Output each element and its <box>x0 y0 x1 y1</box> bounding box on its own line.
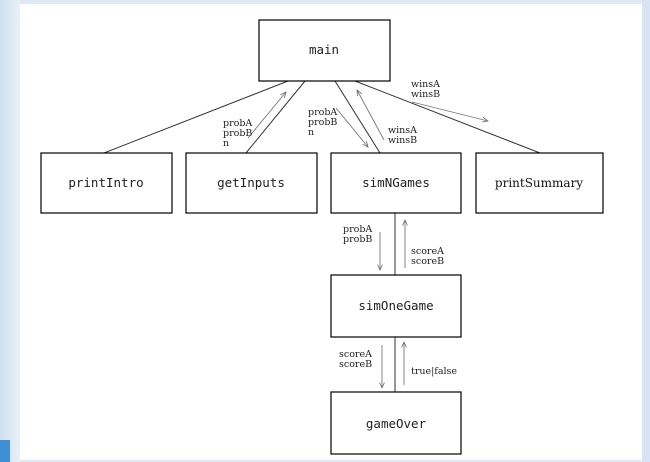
printIntro-label: printIntro <box>68 175 143 190</box>
simNGames-node: simNGames <box>330 152 462 214</box>
label-simNGames-params: probA probB n <box>308 107 337 138</box>
label-line: winsA <box>388 125 417 136</box>
label-line: scoreA <box>411 246 444 257</box>
label-line: scoreB <box>339 359 372 370</box>
label-line: winsB <box>411 89 440 100</box>
label-line: probB <box>343 234 372 245</box>
arrow-getInputs-to-main <box>247 92 286 139</box>
label-line: probA <box>308 107 337 118</box>
label-gameOver-params: scoreA scoreB <box>339 349 372 370</box>
printSummary-node: printSummary <box>475 152 604 214</box>
label-gameOver-returns: true|false <box>411 366 457 377</box>
label-line: n <box>223 138 229 149</box>
label-simOneGame-params: probA probB <box>343 224 372 245</box>
label-line: scoreB <box>411 256 444 267</box>
simOneGame-label: simOneGame <box>358 298 433 313</box>
label-simOneGame-returns: scoreA scoreB <box>411 246 444 267</box>
right-background-strip <box>642 0 650 462</box>
edge-main-getInputs <box>245 80 306 154</box>
label-line: probB <box>308 117 337 128</box>
label-line: probA <box>223 118 252 129</box>
label-line: winsB <box>388 135 417 146</box>
getInputs-label: getInputs <box>217 175 285 190</box>
label-simNGames-returns: winsA winsB <box>388 125 417 146</box>
main-label: main <box>309 42 339 57</box>
label-line: probB <box>223 128 252 139</box>
label-getInputs-returns: probA probB n <box>223 118 252 149</box>
label-line: true|false <box>411 366 457 377</box>
printSummary-label: printSummary <box>495 176 583 190</box>
label-line: scoreA <box>339 349 372 360</box>
label-line: n <box>308 127 314 138</box>
arrow-main-to-printSummary <box>411 101 488 121</box>
printIntro-node: printIntro <box>40 152 173 214</box>
main-node: main <box>258 19 391 82</box>
edge-main-printIntro <box>103 80 289 154</box>
label-line: winsA <box>411 79 440 90</box>
simNGames-label: simNGames <box>362 175 430 190</box>
simOneGame-node: simOneGame <box>330 274 462 338</box>
arrow-simNGames-to-main <box>357 90 385 141</box>
label-line: probA <box>343 224 372 235</box>
corner-accent <box>0 440 10 462</box>
getInputs-node: getInputs <box>185 152 318 214</box>
edge-main-printSummary <box>354 80 541 154</box>
gameOver-node: gameOver <box>330 391 462 455</box>
left-background-strip <box>0 0 20 462</box>
edge-main-simNGames <box>334 80 381 154</box>
label-printSummary-params: winsA winsB <box>411 79 440 100</box>
gameOver-label: gameOver <box>366 416 427 431</box>
arrow-main-to-simNGames <box>335 107 368 147</box>
